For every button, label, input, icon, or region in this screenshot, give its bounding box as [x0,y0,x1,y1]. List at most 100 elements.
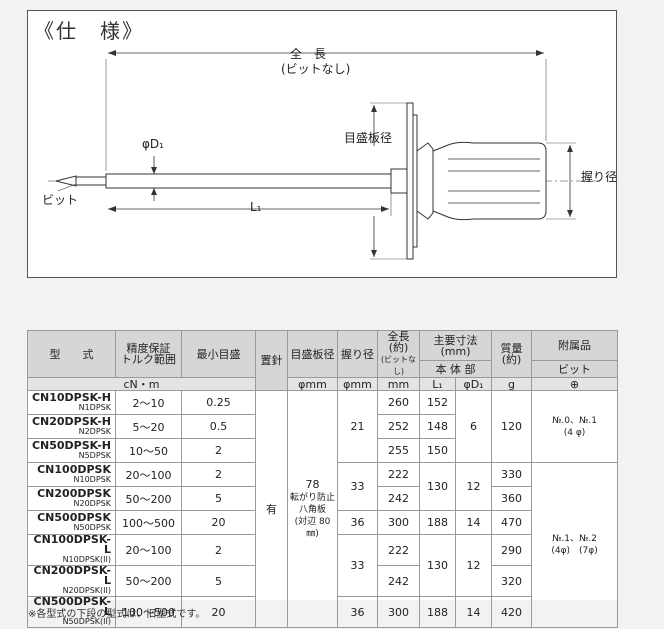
total-cell: 242 [377,486,420,511]
header-body: 本 体 部 [418,360,493,378]
min-cell: 5 [181,565,256,597]
total-cell: 300 [377,596,420,628]
l1-cell: 188 [419,596,456,628]
unit-total: mm [377,377,420,391]
min-cell: 20 [181,596,256,628]
range-cell: 50～200 [115,565,182,597]
grip-dia-label: 握り径 [581,170,618,184]
min-cell: 2 [181,438,256,463]
unit-bit: ⊕ [531,377,619,391]
total-cell: 222 [377,534,420,566]
total-cell: 242 [377,565,420,597]
mass-cell: 330 [491,462,533,487]
unit-d1: φD₁ [454,377,493,391]
shaft-dia-label: φD₁ [142,137,164,151]
range-cell: 100～500 [115,510,182,535]
min-cell: 2 [181,462,256,487]
footnote: ※各型式の下段の型式は、旧型式です。 [28,609,206,620]
spec-drawing-panel: 《仕 様》 [27,10,617,278]
range-cell: 10～50 [115,438,182,463]
min-cell: 5 [181,486,256,511]
total-cell: 300 [377,510,420,535]
mass-cell: 320 [491,565,533,597]
unit-plate: φmm [287,377,338,391]
min-cell: 0.5 [181,414,256,439]
header-grip-dia: 握り径 [337,330,378,378]
unit-l1: L₁ [419,377,456,391]
l1-cell: 130 [419,534,456,597]
scale-plate-dia-label: 目盛板径 [344,131,393,145]
grip-cell: 33 [337,462,378,511]
total-length-note: (ビットなし) [281,62,351,76]
mass-cell: 290 [491,534,533,566]
spec-table-panel: 型 式 精度保証トルク範囲 最小目盛 置針 目盛板径 握り径 全長(約)(ビット… [27,329,619,628]
d1-cell: 12 [454,462,493,511]
mass-cell: 470 [491,510,533,535]
range-cell: 5～20 [115,414,182,439]
range-cell: 50～200 [115,486,182,511]
screwdriver-drawing [48,50,603,260]
bit-label: ビット [42,193,79,207]
mass-cell: 360 [491,486,533,511]
header-min-grad: 最小目盛 [181,330,256,378]
header-mass: 質量(約) [491,330,533,378]
l1-cell: 148 [419,414,456,439]
bit-cell: №.1、№.2(4φ) (7φ) [531,462,619,628]
grip-cell: 36 [337,510,378,535]
grip-cell: 33 [337,534,378,597]
bit-cell: №.0、№.1(4 φ) [531,390,619,463]
pointer-cell: 有 [255,390,288,628]
l1-cell: 152 [419,390,456,415]
total-length-label: 全 長 [290,47,327,61]
min-cell: 20 [181,510,256,535]
total-cell: 255 [377,438,420,463]
total-cell: 252 [377,414,420,439]
range-cell: 20～100 [115,534,182,566]
header-accessory: 附属品 [531,329,619,362]
header-accuracy: 精度保証トルク範囲 [115,330,182,378]
total-cell: 222 [377,462,420,487]
total-cell: 260 [377,390,420,415]
mass-cell: 420 [491,596,533,628]
l1-cell: 130 [419,462,456,511]
unit-mass: g [491,377,533,391]
spec-title: 《仕 様》 [34,19,144,43]
header-model: 型 式 [27,330,116,378]
unit-torque: cN・m [27,377,256,391]
range-cell: 2～10 [115,390,182,415]
range-cell: 100～500 [115,596,182,628]
grip-cell: 36 [337,596,378,628]
l1-cell: 188 [419,510,456,535]
header-main-dims: 主要寸法 (mm) [418,329,493,362]
header-plate-dia: 目盛板径 [287,330,338,378]
min-cell: 2 [181,534,256,566]
header-total: 全長(約)(ビットなし) [377,330,420,378]
d1-cell: 12 [454,534,493,597]
mass-cell: 120 [491,390,533,463]
l1-cell: 150 [419,438,456,463]
spec-table: 型 式 精度保証トルク範囲 最小目盛 置針 目盛板径 握り径 全長(約)(ビット… [27,329,619,628]
min-cell: 0.25 [181,390,256,415]
unit-grip: φmm [337,377,378,391]
d1-cell: 6 [454,390,493,463]
grip-cell: 21 [337,390,378,463]
d1-cell: 14 [454,510,493,535]
range-cell: 20～100 [115,462,182,487]
d1-cell: 14 [454,596,493,628]
